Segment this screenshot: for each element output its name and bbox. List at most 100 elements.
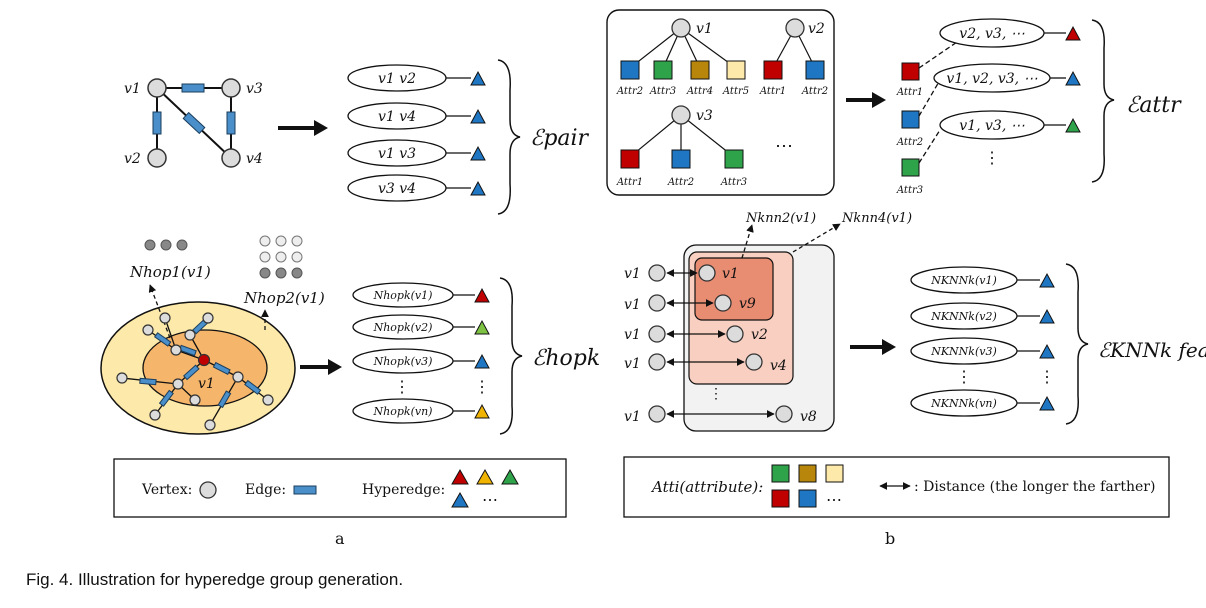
attr-square (620, 60, 640, 80)
edge-rect (152, 111, 162, 135)
vertex-label: v4 (246, 151, 263, 167)
attr-label: Attr1 (896, 87, 923, 98)
hyperedge-triangle (470, 70, 486, 86)
vertex-label: v2 (124, 151, 141, 167)
knn-item-text: NKNNk(v3) (930, 345, 997, 358)
attr-group-label: ℰattr (1126, 93, 1182, 118)
legend-hyperedge-icon (501, 468, 519, 485)
hyperedge-triangle (470, 180, 486, 196)
legend-hyperedge-icon (476, 468, 494, 485)
vertex (671, 105, 691, 125)
hyperedge-triangle (1039, 272, 1055, 288)
knn-row-label: v1 (624, 327, 641, 343)
brace (1065, 263, 1089, 425)
knn-group-label: ℰKNNk feature (1098, 338, 1206, 362)
knn-item-text: NKNNk(v2) (930, 310, 997, 323)
vertex (648, 325, 666, 343)
pair-group-label: ℰpair (530, 126, 590, 151)
vertex (221, 78, 241, 98)
attr-square (901, 158, 920, 177)
hop-group-label: ℰhopk (532, 346, 600, 371)
hyperedge-triangle (474, 403, 490, 419)
knn-item: NKNNk(v2) (910, 302, 1055, 330)
vertex (648, 264, 666, 282)
knn-rows: v1 v1 v1 v9 v1 v2 v1 v4 ⋮ v1 v8 (624, 264, 817, 425)
vertex (671, 18, 691, 38)
legend-edge-icon (293, 485, 317, 495)
attr-label: Attr4 (686, 86, 713, 97)
knn-item: NKNNk(vn) (910, 389, 1055, 417)
hop-item-text: Nhopk(v1) (373, 289, 433, 302)
knn-target-label: v4 (770, 358, 787, 374)
knn-target-label: v8 (800, 409, 817, 425)
legend-attr-swatch (798, 464, 817, 483)
vertex-label: v3 (246, 81, 263, 97)
knn-target-label: v1 (722, 266, 739, 282)
attr-label: Attr3 (649, 86, 676, 97)
edge-rect (226, 111, 236, 135)
attr-square (726, 60, 746, 80)
hop-hyperedges: Nhopk(v1) Nhopk(v2) Nhopk(v3) ⋮ ⋮ Nhopk(… (352, 282, 490, 424)
hyperedge-triangle (1065, 117, 1081, 133)
pair-graph: v1 v2 v3 v4 (124, 78, 263, 168)
hop-vertices (116, 312, 274, 431)
attr-square (901, 110, 920, 129)
hop-item: Nhopk(v1) (352, 282, 490, 308)
attr-label: Attr2 (616, 86, 643, 97)
pair-item-text: v1 v2 (378, 71, 416, 87)
knn-hyperedges: NKNNk(v1) NKNNk(v2) NKNNk(v3) ⋮ ⋮ NKNNk(… (910, 266, 1055, 417)
tree-root-label: v1 (696, 21, 713, 37)
brace (497, 59, 521, 215)
vertex (698, 264, 716, 282)
attr-group-text: v1, v3, ⋯ (959, 118, 1024, 134)
figure-caption: Fig. 4. Illustration for hyperedge group… (26, 570, 404, 589)
pair-item: v3 v4 (347, 174, 486, 202)
vertex (147, 148, 167, 168)
vertex (785, 18, 805, 38)
pair-item-text: v3 v4 (378, 181, 416, 197)
brace (499, 277, 523, 435)
attr-square (901, 62, 920, 81)
attr-label: Attr1 (759, 86, 786, 97)
pair-item-text: v1 v3 (378, 146, 416, 162)
legend-attr-swatch (798, 489, 817, 508)
hop-center-vertex (197, 353, 211, 367)
hyperedge-triangle (470, 145, 486, 161)
legend-b-more: ⋯ (826, 490, 842, 509)
hop-edges (139, 318, 262, 409)
legend-attr-swatch (771, 489, 790, 508)
knn2-label: Nknn2(v1) (745, 211, 816, 226)
hop2-label: Nhop2(v1) (243, 289, 325, 307)
arrow-head (882, 339, 896, 355)
legend-vertex-label: Vertex: (141, 482, 192, 498)
vertex (648, 353, 666, 371)
legend-attr-swatch (825, 464, 844, 483)
knn4-label: Nknn4(v1) (841, 211, 912, 226)
attr-link (918, 79, 941, 117)
knn-vdots: ⋮ (1039, 367, 1055, 386)
knn4-pointer (792, 223, 841, 253)
hop-center-label: v1 (198, 376, 215, 392)
knn-row-label: v1 (624, 409, 641, 425)
hyperedge-triangle (1039, 308, 1055, 324)
knn-target-label: v9 (739, 296, 756, 312)
legend-vertex-icon (199, 481, 217, 499)
hop-dots-2 (259, 235, 303, 279)
hop-item-text: Nhopk(v3) (373, 355, 433, 368)
attr-square (690, 60, 710, 80)
attr-more: ⋯ (775, 136, 793, 157)
knn-item-text: NKNNk(vn) (930, 397, 997, 410)
knn-vdots: ⋮ (956, 367, 972, 386)
edge-rect (182, 111, 206, 135)
attr-square (724, 149, 744, 169)
hop-item: Nhopk(v3) (352, 348, 490, 374)
vertex (745, 353, 763, 371)
attr-tree-box (606, 9, 835, 196)
arrow-head (328, 359, 342, 375)
knn-target-label: v2 (751, 327, 768, 343)
tree-root-label: v3 (696, 108, 713, 124)
attr-label: Attr5 (722, 86, 749, 97)
hop-vdots: ⋮ (474, 377, 490, 396)
attr-groups: Attr1 Attr2 Attr3 v2, v3, ⋯ v1, v2, v3, … (896, 18, 1081, 196)
